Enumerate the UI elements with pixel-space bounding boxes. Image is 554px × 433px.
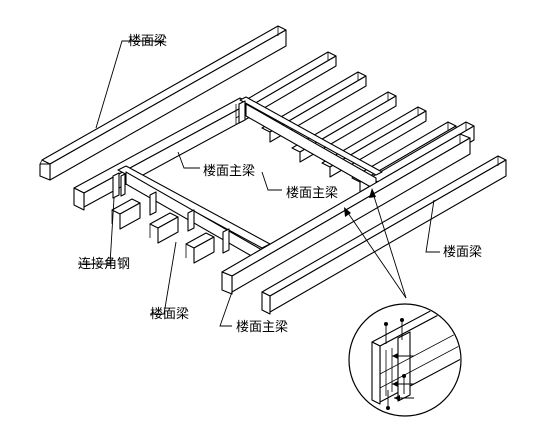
connection-detail-circle: [348, 303, 462, 417]
label-floor-beam-bottom: 楼面梁: [150, 307, 189, 322]
connection-angles: [112, 100, 246, 254]
floor-joist: [185, 232, 215, 264]
lower-floor-joists: [111, 198, 215, 264]
main-girder-front: [221, 133, 471, 295]
main-girder-back: [235, 96, 383, 191]
detail-leaders: [344, 188, 407, 299]
label-floor-beam-right: 楼面梁: [443, 245, 482, 260]
front-floor-beam: [261, 155, 507, 315]
label-angle-steel: 连接角钢: [78, 256, 130, 272]
label-floor-beam-top: 楼面梁: [128, 34, 167, 49]
label-leaders: [78, 40, 440, 327]
label-main-beam-bottom: 楼面主梁: [236, 320, 288, 335]
floor-joist: [149, 212, 179, 244]
floor-joist: [111, 198, 141, 230]
label-main-beam-right: 楼面主梁: [286, 186, 338, 201]
top-floor-beam: [39, 25, 287, 181]
label-main-beam-center: 楼面主梁: [203, 164, 255, 179]
